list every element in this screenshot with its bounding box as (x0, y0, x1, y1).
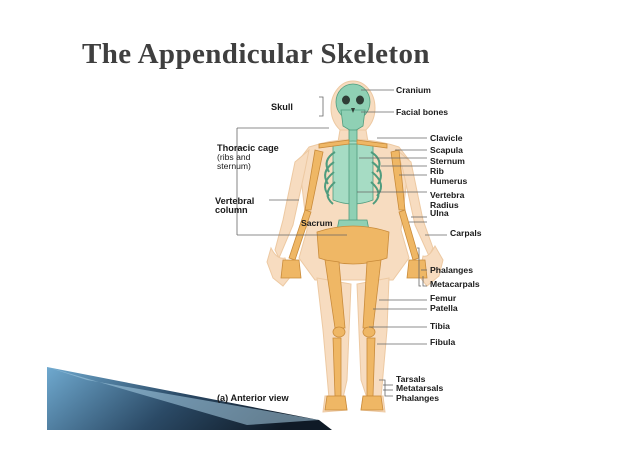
label-phalanges-hand: Phalanges (430, 265, 473, 275)
label-thoracic-cage: Thoracic cage (217, 143, 279, 153)
label-skull: Skull (271, 102, 293, 112)
label-patella: Patella (430, 303, 458, 313)
rib-lines (324, 151, 382, 205)
label-clavicle: Clavicle (430, 133, 463, 143)
label-thoracic-cage-sub2: sternum) (217, 161, 251, 171)
figure-caption: (a) Anterior view (217, 393, 289, 403)
label-vertebral-column-2: column (215, 205, 248, 215)
label-vertebra: Vertebra (430, 190, 465, 200)
label-facial-bones: Facial bones (396, 107, 449, 117)
leader-lines (236, 89, 447, 397)
skeleton-figure: Skull Thoracic cage (ribs and sternum) V… (47, 80, 567, 430)
label-thoracic-cage-sub1: (ribs and (217, 152, 251, 162)
label-scapula: Scapula (430, 145, 463, 155)
label-radius: Radius (430, 200, 459, 210)
label-fibula: Fibula (430, 337, 456, 347)
label-femur: Femur (430, 293, 457, 303)
skeleton-illustration (47, 80, 447, 430)
label-tibia: Tibia (430, 321, 450, 331)
label-phalanges-foot: Phalanges (396, 393, 439, 403)
label-ulna: Ulna (430, 208, 449, 218)
label-metatarsals: Metatarsals (396, 383, 444, 393)
decorative-swoosh-light (47, 367, 319, 425)
label-cranium: Cranium (396, 85, 431, 95)
label-sternum: Sternum (430, 156, 465, 166)
label-rib: Rib (430, 166, 444, 176)
slide-title: The Appendicular Skeleton (82, 38, 430, 70)
label-metacarpals: Metacarpals (430, 279, 480, 289)
label-vertebral-column: Vertebral (215, 196, 255, 206)
label-carpals: Carpals (450, 228, 482, 238)
label-humerus: Humerus (430, 176, 468, 186)
label-sacrum: Sacrum (301, 218, 333, 228)
label-tarsals: Tarsals (396, 374, 426, 384)
appendicular-skeleton (280, 139, 428, 411)
skull-eyes (342, 95, 364, 113)
